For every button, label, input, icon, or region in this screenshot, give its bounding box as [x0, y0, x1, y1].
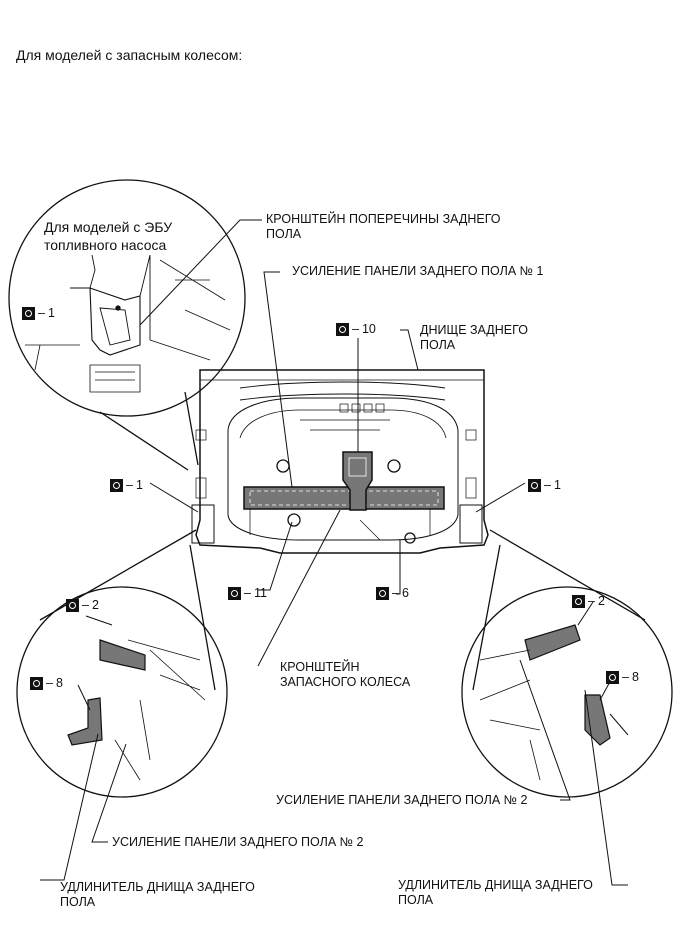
- ref-dash: –: [588, 594, 595, 608]
- clip-square-icon: [30, 676, 43, 690]
- ref-dash: –: [82, 598, 89, 612]
- ref-8-left-number: 8: [55, 676, 63, 690]
- ref-dash: –: [544, 478, 551, 492]
- reinforcement-bar: [243, 486, 445, 510]
- clip-square-icon: [336, 322, 349, 336]
- ref-2-right: – 2: [572, 594, 605, 608]
- label-floor-pan: ДНИЩЕ ЗАДНЕГО ПОЛА: [420, 323, 528, 353]
- ref-11: – 11: [228, 586, 267, 600]
- ref-1-right: – 1: [528, 478, 561, 492]
- ref-10: – 10: [336, 322, 376, 336]
- label-extension-right-line2: ПОЛА: [398, 893, 434, 907]
- inset-ecu-circle: [8, 179, 246, 417]
- label-floor-pan-line1: ДНИЩЕ ЗАДНЕГО: [420, 323, 528, 337]
- ref-dash: –: [622, 670, 629, 684]
- label-reinforcement-2-right: УСИЛЕНИЕ ПАНЕЛИ ЗАДНЕГО ПОЛА № 2: [276, 793, 528, 807]
- label-reinforcement-2-left: УСИЛЕНИЕ ПАНЕЛИ ЗАДНЕГО ПОЛА № 2: [112, 835, 364, 849]
- label-extension-right: УДЛИНИТЕЛЬ ДНИЩА ЗАДНЕГО ПОЛА: [398, 878, 593, 908]
- page-heading: Для моделей с запасным колесом:: [16, 47, 243, 63]
- inset-ecu-title-line2: топливного насоса: [44, 237, 167, 253]
- ref-1-right-number: 1: [553, 478, 561, 492]
- ref-inset-1: – 1: [22, 306, 55, 320]
- ref-dash: –: [392, 586, 399, 600]
- ref-8-left: – 8: [30, 676, 63, 690]
- floor-pan-outline: [195, 369, 489, 554]
- label-extension-left-line1: УДЛИНИТЕЛЬ ДНИЩА ЗАДНЕГО: [60, 880, 255, 894]
- label-reinforcement-1: УСИЛЕНИЕ ПАНЕЛИ ЗАДНЕГО ПОЛА № 1: [292, 264, 544, 278]
- clip-square-icon: [22, 306, 35, 320]
- ref-2-left: – 2: [66, 598, 99, 612]
- label-spare-bracket-line1: КРОНШТЕЙН: [280, 660, 360, 674]
- label-extension-left: УДЛИНИТЕЛЬ ДНИЩА ЗАДНЕГО ПОЛА: [60, 880, 255, 910]
- ref-6-number: 6: [401, 586, 409, 600]
- clip-square-icon: [110, 478, 123, 492]
- ref-inset-1-number: 1: [47, 306, 55, 320]
- ref-dash: –: [244, 586, 251, 600]
- clip-square-icon: [606, 670, 619, 684]
- label-crossmember-bracket: КРОНШТЕЙН ПОПЕРЕЧИНЫ ЗАДНЕГО ПОЛА: [266, 212, 501, 242]
- inset-ecu-title: Для моделей с ЭБУ топливного насоса: [44, 218, 172, 254]
- inset-ecu-title-line1: Для моделей с ЭБУ: [44, 219, 173, 235]
- inset-right-circle: [461, 586, 673, 798]
- ref-1-left-number: 1: [135, 478, 143, 492]
- ref-1-left: – 1: [110, 478, 143, 492]
- ref-dash: –: [352, 322, 359, 336]
- clip-square-icon: [228, 586, 241, 600]
- ref-10-number: 10: [361, 322, 376, 336]
- ref-2-left-number: 2: [91, 598, 99, 612]
- label-crossmember-bracket-line1: КРОНШТЕЙН ПОПЕРЕЧИНЫ ЗАДНЕГО: [266, 212, 501, 226]
- clip-square-icon: [528, 478, 541, 492]
- label-extension-right-line1: УДЛИНИТЕЛЬ ДНИЩА ЗАДНЕГО: [398, 878, 593, 892]
- label-extension-left-line2: ПОЛА: [60, 895, 96, 909]
- ref-11-number: 11: [253, 586, 267, 600]
- ref-8-right: – 8: [606, 670, 639, 684]
- inset-left-circle: [16, 586, 228, 798]
- ref-dash: –: [126, 478, 133, 492]
- label-floor-pan-line2: ПОЛА: [420, 338, 456, 352]
- label-spare-bracket: КРОНШТЕЙН ЗАПАСНОГО КОЛЕСА: [280, 660, 410, 690]
- ref-8-right-number: 8: [631, 670, 639, 684]
- ref-dash: –: [38, 306, 45, 320]
- clip-square-icon: [376, 586, 389, 600]
- ref-2-right-number: 2: [597, 594, 605, 608]
- clip-square-icon: [66, 598, 79, 612]
- label-spare-bracket-line2: ЗАПАСНОГО КОЛЕСА: [280, 675, 411, 689]
- label-crossmember-bracket-line2: ПОЛА: [266, 227, 302, 241]
- clip-square-icon: [572, 594, 585, 608]
- spare-bracket-shape: [342, 451, 373, 511]
- ref-6: – 6: [376, 586, 409, 600]
- ref-dash: –: [46, 676, 53, 690]
